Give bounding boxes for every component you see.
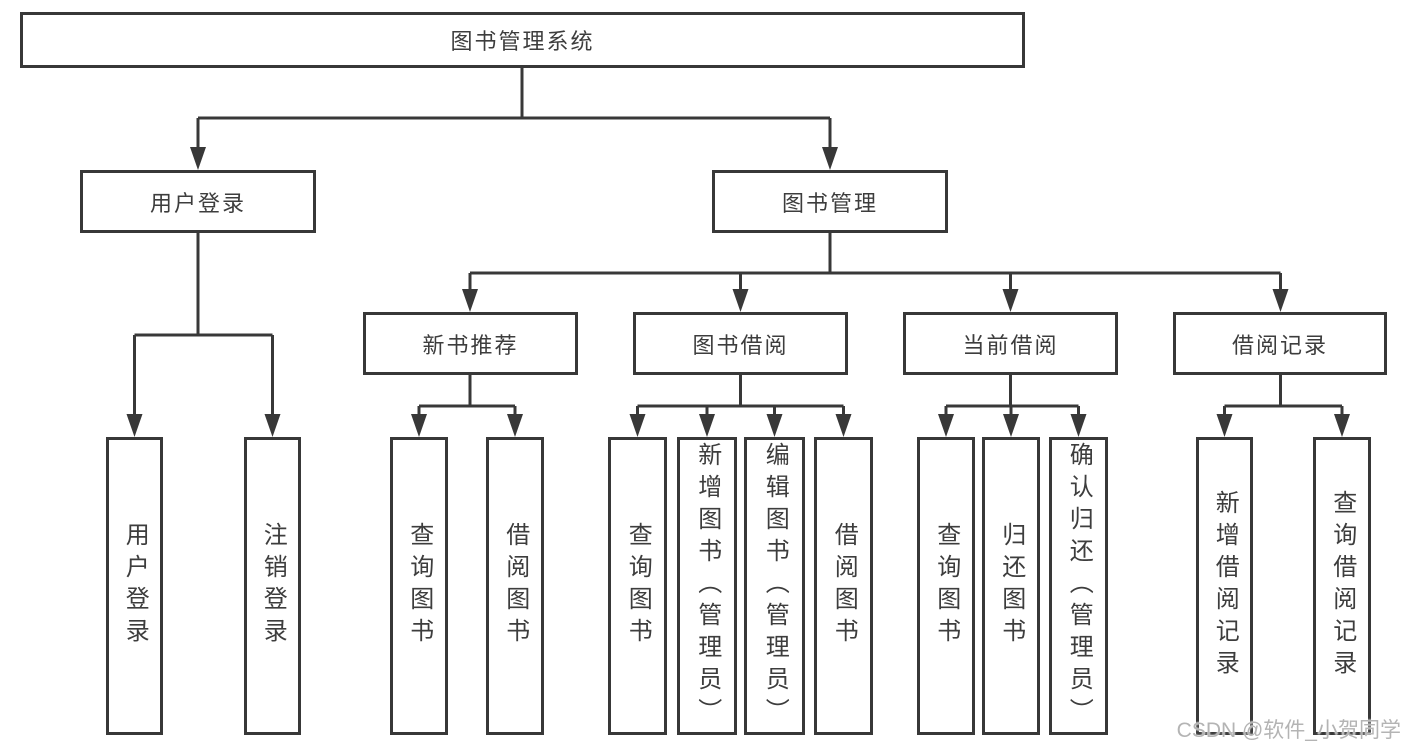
node-label: 注销登录 bbox=[259, 522, 287, 650]
csdn-watermark: CSDN @软件_小贺同学 bbox=[1176, 719, 1401, 742]
arrowheads bbox=[190, 147, 838, 170]
node-book-management: 图书管理 bbox=[712, 170, 948, 233]
arrowheads bbox=[938, 414, 1087, 437]
connector-lines bbox=[636, 374, 845, 419]
leaf-search-books-recommend: 查询图书 bbox=[390, 437, 448, 735]
leaf-add-books-admin: 新增图书（管理员） bbox=[677, 437, 737, 735]
leaf-search-books-borrow: 查询图书 bbox=[608, 437, 667, 735]
node-library-management-system: 图书管理系统 bbox=[20, 12, 1025, 68]
node-label: 借阅记录 bbox=[1231, 332, 1328, 358]
node-user-login: 用户登录 bbox=[80, 170, 316, 233]
connector-lines bbox=[417, 374, 517, 419]
node-label: 图书管理 bbox=[781, 190, 878, 216]
node-label: 新增借阅记录 bbox=[1211, 490, 1239, 682]
leaf-return-books: 归还图书 bbox=[982, 437, 1040, 735]
node-current-borrowing: 当前借阅 bbox=[903, 312, 1118, 375]
connector-book-management bbox=[462, 232, 1289, 312]
leaf-borrow-books-recommend: 借阅图书 bbox=[486, 437, 544, 735]
leaf-add-borrow-record: 新增借阅记录 bbox=[1196, 437, 1253, 735]
node-label: 编辑图书（管理员） bbox=[761, 442, 789, 730]
node-label: 图书借阅 bbox=[692, 332, 789, 358]
connector-borrowing-records bbox=[1216, 374, 1350, 437]
node-label: 查询图书 bbox=[405, 522, 433, 650]
node-label: 当前借阅 bbox=[962, 332, 1059, 358]
leaf-user-login: 用户登录 bbox=[106, 437, 163, 735]
node-label: 用户登录 bbox=[149, 190, 246, 216]
connector-lines bbox=[133, 233, 274, 418]
node-label: 归还图书 bbox=[997, 522, 1025, 650]
connector-book-borrowing bbox=[629, 374, 852, 437]
leaf-search-borrow-record: 查询借阅记录 bbox=[1313, 437, 1371, 735]
node-label: 新书推荐 bbox=[422, 332, 519, 358]
leaf-edit-books-admin: 编辑图书（管理员） bbox=[744, 437, 805, 735]
node-book-borrowing: 图书借阅 bbox=[633, 312, 848, 375]
node-label: 借阅图书 bbox=[501, 522, 529, 650]
node-label: 查询图书 bbox=[932, 522, 960, 650]
connector-new-book-recommendation bbox=[411, 374, 523, 437]
connector-lines bbox=[196, 68, 832, 151]
connector-lines bbox=[468, 232, 1282, 293]
leaf-confirm-return-admin: 确认归还（管理员） bbox=[1049, 437, 1108, 735]
arrowheads bbox=[462, 289, 1289, 312]
leaf-borrow-books: 借阅图书 bbox=[814, 437, 873, 735]
connector-user-login bbox=[126, 233, 281, 437]
arrowheads bbox=[629, 414, 852, 437]
node-new-book-recommendation: 新书推荐 bbox=[363, 312, 578, 375]
node-label: 图书管理系统 bbox=[450, 29, 595, 54]
arrowheads bbox=[126, 414, 281, 437]
connector-lines bbox=[1223, 374, 1344, 419]
node-label: 新增图书（管理员） bbox=[693, 442, 721, 730]
node-label: 用户登录 bbox=[121, 522, 149, 650]
leaf-logout: 注销登录 bbox=[244, 437, 301, 735]
node-label: 查询借阅记录 bbox=[1328, 490, 1356, 682]
arrowheads bbox=[411, 414, 523, 437]
node-label: 确认归还（管理员） bbox=[1065, 442, 1093, 730]
connector-current-borrowing bbox=[938, 374, 1087, 437]
arrowheads bbox=[1216, 414, 1350, 437]
connector-root bbox=[190, 68, 838, 170]
connector-lines bbox=[944, 374, 1080, 419]
node-borrowing-records: 借阅记录 bbox=[1173, 312, 1387, 375]
node-label: 借阅图书 bbox=[830, 522, 858, 650]
leaf-search-books-current: 查询图书 bbox=[917, 437, 975, 735]
node-label: 查询图书 bbox=[624, 522, 652, 650]
